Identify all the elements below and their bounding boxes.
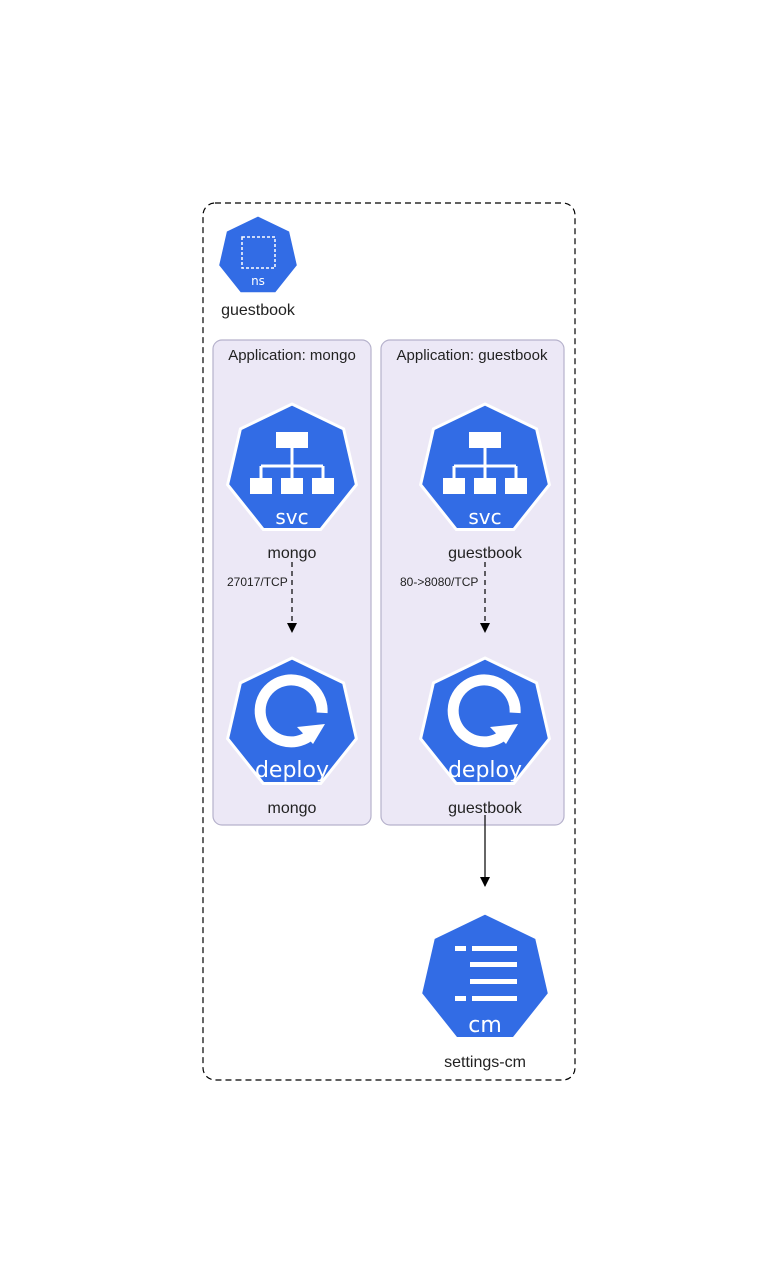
cluster-mongo-label: Application: mongo (228, 347, 356, 364)
configmap-icon (418, 911, 552, 1040)
configmap-kind: cm (468, 1013, 502, 1038)
service-guestbook-node[interactable]: svc (418, 402, 552, 531)
cluster-guestbook-label: Application: guestbook (397, 347, 548, 364)
service-glyph (443, 432, 527, 494)
deploy-kind: deploy (448, 758, 522, 783)
deployment-guestbook-node[interactable]: deploy (418, 656, 552, 785)
service-glyph (250, 432, 334, 494)
edge-mongo-port-label: 27017/TCP (227, 575, 288, 589)
deployment-mongo-label: mongo (268, 800, 317, 817)
namespace-icon (217, 214, 299, 295)
deploy-kind: deploy (255, 758, 329, 783)
deploy-glyph (254, 674, 328, 748)
deploy-icon (225, 656, 359, 785)
configmap-glyph (455, 946, 517, 1001)
configmap-label: settings-cm (444, 1054, 526, 1071)
service-mongo-node[interactable]: svc (225, 402, 359, 531)
configmap-node[interactable]: cm (418, 911, 552, 1040)
service-kind: svc (468, 505, 501, 529)
namespace-glyph (241, 236, 276, 269)
namespace-boundary (202, 202, 576, 1081)
service-guestbook-label: guestbook (448, 545, 523, 562)
namespace-kind: ns (251, 274, 265, 288)
edge-guestbook-port-label: 80->8080/TCP (400, 575, 478, 589)
deployment-mongo-node[interactable]: deploy (225, 656, 359, 785)
deploy-icon (418, 656, 552, 785)
deployment-guestbook-label: guestbook (448, 800, 523, 817)
namespace-node[interactable]: ns (217, 214, 299, 295)
deploy-glyph (447, 674, 521, 748)
namespace-label: guestbook (221, 302, 296, 319)
service-kind: svc (275, 505, 308, 529)
service-mongo-label: mongo (268, 545, 317, 562)
